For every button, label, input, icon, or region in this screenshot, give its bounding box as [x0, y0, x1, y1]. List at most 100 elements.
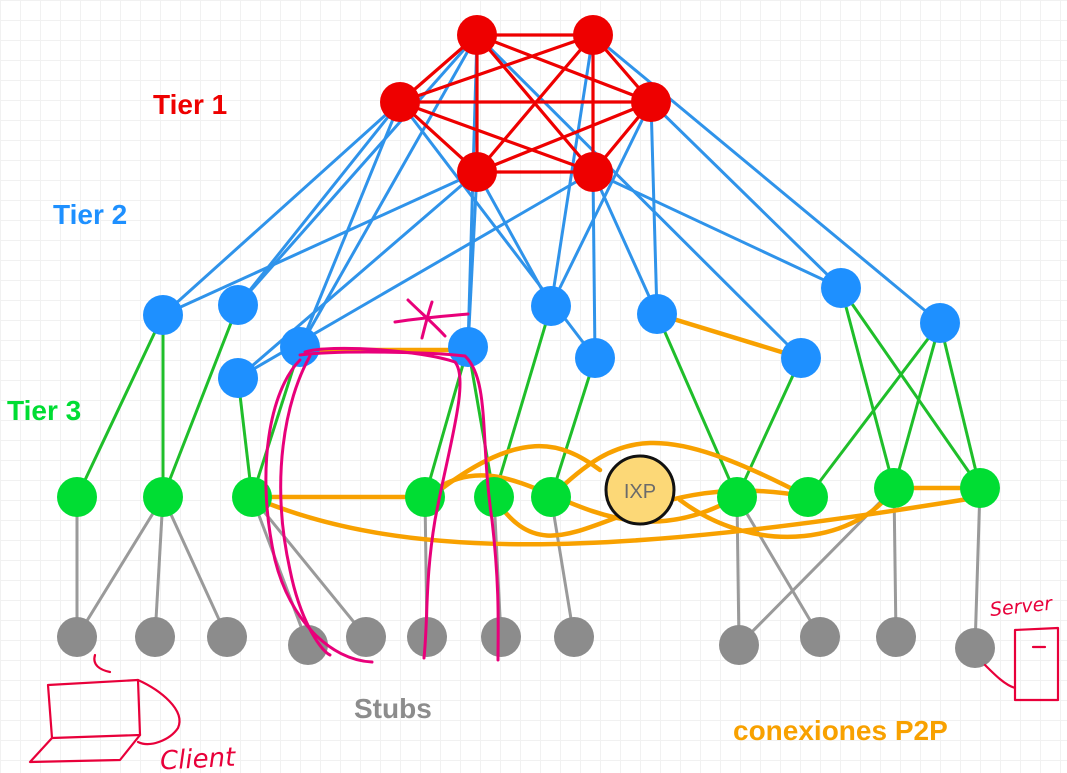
- p2p-label: conexiones P2P: [733, 715, 948, 746]
- stub-node: [346, 617, 386, 657]
- tier2-node: [218, 285, 258, 325]
- tier2-tier3-links: [75, 287, 982, 498]
- handdrawn-annotation: [1013, 626, 1060, 702]
- tier2-uplink: [236, 101, 402, 306]
- tier2-node: [531, 286, 571, 326]
- tier2-uplink: [161, 100, 402, 317]
- stub-link: [250, 496, 310, 646]
- stub-node: [57, 617, 97, 657]
- tier3-node: [717, 477, 757, 517]
- stub-node: [876, 617, 916, 657]
- tier1-node: [457, 152, 497, 192]
- tier2-node: [575, 338, 615, 378]
- path-annotation: [264, 358, 374, 664]
- tier2-node: [821, 268, 861, 308]
- tier3-label: Tier 3: [7, 395, 81, 426]
- tier3-node: [143, 477, 183, 517]
- tier2-node: [920, 303, 960, 343]
- tier2-uplink: [237, 170, 478, 380]
- tier3-uplink: [839, 287, 896, 489]
- ixp-node: [604, 454, 676, 526]
- stub-link: [549, 496, 576, 638]
- p2p-link: [548, 440, 811, 500]
- p2p-link: [437, 444, 603, 493]
- tier2-node: [218, 358, 258, 398]
- tier1-node: [380, 82, 420, 122]
- tier2-uplink: [591, 171, 659, 315]
- p2p-link: [422, 473, 740, 524]
- stub-node: [288, 625, 328, 665]
- tier2-uplink: [592, 170, 842, 290]
- tier2-uplink: [298, 101, 402, 348]
- tier3-uplink: [161, 304, 240, 498]
- stub-node: [800, 617, 840, 657]
- stub-link: [892, 487, 898, 638]
- tier3-node: [960, 468, 1000, 508]
- tier2-uplink: [649, 101, 659, 315]
- stub-link: [973, 487, 982, 649]
- stub-link: [250, 496, 368, 638]
- tier1-node: [573, 15, 613, 55]
- tier3-node: [874, 468, 914, 508]
- p2p-link: [654, 311, 804, 361]
- path-annotation: [303, 346, 462, 660]
- tier3-uplink: [492, 305, 553, 498]
- tier3-node: [405, 477, 445, 517]
- tier2-uplink: [649, 100, 843, 290]
- tier3-uplink: [549, 357, 597, 498]
- annotations: [28, 298, 1060, 764]
- tier3-uplink: [75, 314, 165, 498]
- stub-link: [161, 496, 229, 638]
- tier1-label: Tier 1: [153, 89, 227, 120]
- tier2-uplink: [591, 171, 597, 359]
- stub-link: [735, 496, 822, 638]
- path-annotation: [298, 350, 500, 662]
- handdrawn-annotation: [93, 653, 112, 674]
- stub-node: [207, 617, 247, 657]
- tier3-uplink: [892, 322, 942, 489]
- tier2-uplink: [549, 101, 653, 307]
- tier3-node: [474, 477, 514, 517]
- stub-node: [481, 617, 521, 657]
- ixp-label: IXP: [624, 481, 656, 503]
- tier3-uplink: [938, 322, 982, 489]
- tier2-node: [637, 294, 677, 334]
- stub-node: [554, 617, 594, 657]
- tier2-node: [448, 327, 488, 367]
- tier2-node: [143, 295, 183, 335]
- tier1-link: [399, 33, 594, 104]
- tier3-uplink: [655, 313, 739, 498]
- tier2-uplink: [236, 34, 479, 306]
- stub-node: [135, 617, 175, 657]
- stub-link: [75, 496, 165, 638]
- tier2-node: [781, 338, 821, 378]
- tier3-node: [531, 477, 571, 517]
- server-label: Server: [989, 593, 1054, 622]
- tier3-uplink: [466, 346, 496, 498]
- path-annotation: [420, 300, 434, 340]
- path-annotation: [393, 312, 470, 324]
- tier1-link: [476, 100, 652, 174]
- tier3-node: [57, 477, 97, 517]
- handdrawn-annotation: [136, 678, 181, 746]
- tier2-uplink: [162, 170, 478, 317]
- network-nodes: [57, 15, 1000, 668]
- tier1-node: [573, 152, 613, 192]
- handdrawn-annotation: [46, 678, 142, 740]
- tier1-node: [631, 82, 671, 122]
- tier3-uplink: [423, 346, 470, 498]
- handdrawn-annotation: [983, 663, 1017, 690]
- tier1-node: [457, 15, 497, 55]
- path-annotation: [279, 354, 332, 657]
- tier3-node: [232, 477, 272, 517]
- p2p-link: [249, 494, 983, 547]
- tier3-uplink: [735, 357, 803, 498]
- tier2-label: Tier 2: [53, 199, 127, 230]
- client-label: Client: [159, 743, 237, 773]
- stub-link: [153, 496, 165, 638]
- tier2-uplink: [592, 33, 941, 325]
- stub-node: [719, 625, 759, 665]
- tier1-link: [399, 100, 594, 174]
- stub-link: [735, 496, 741, 646]
